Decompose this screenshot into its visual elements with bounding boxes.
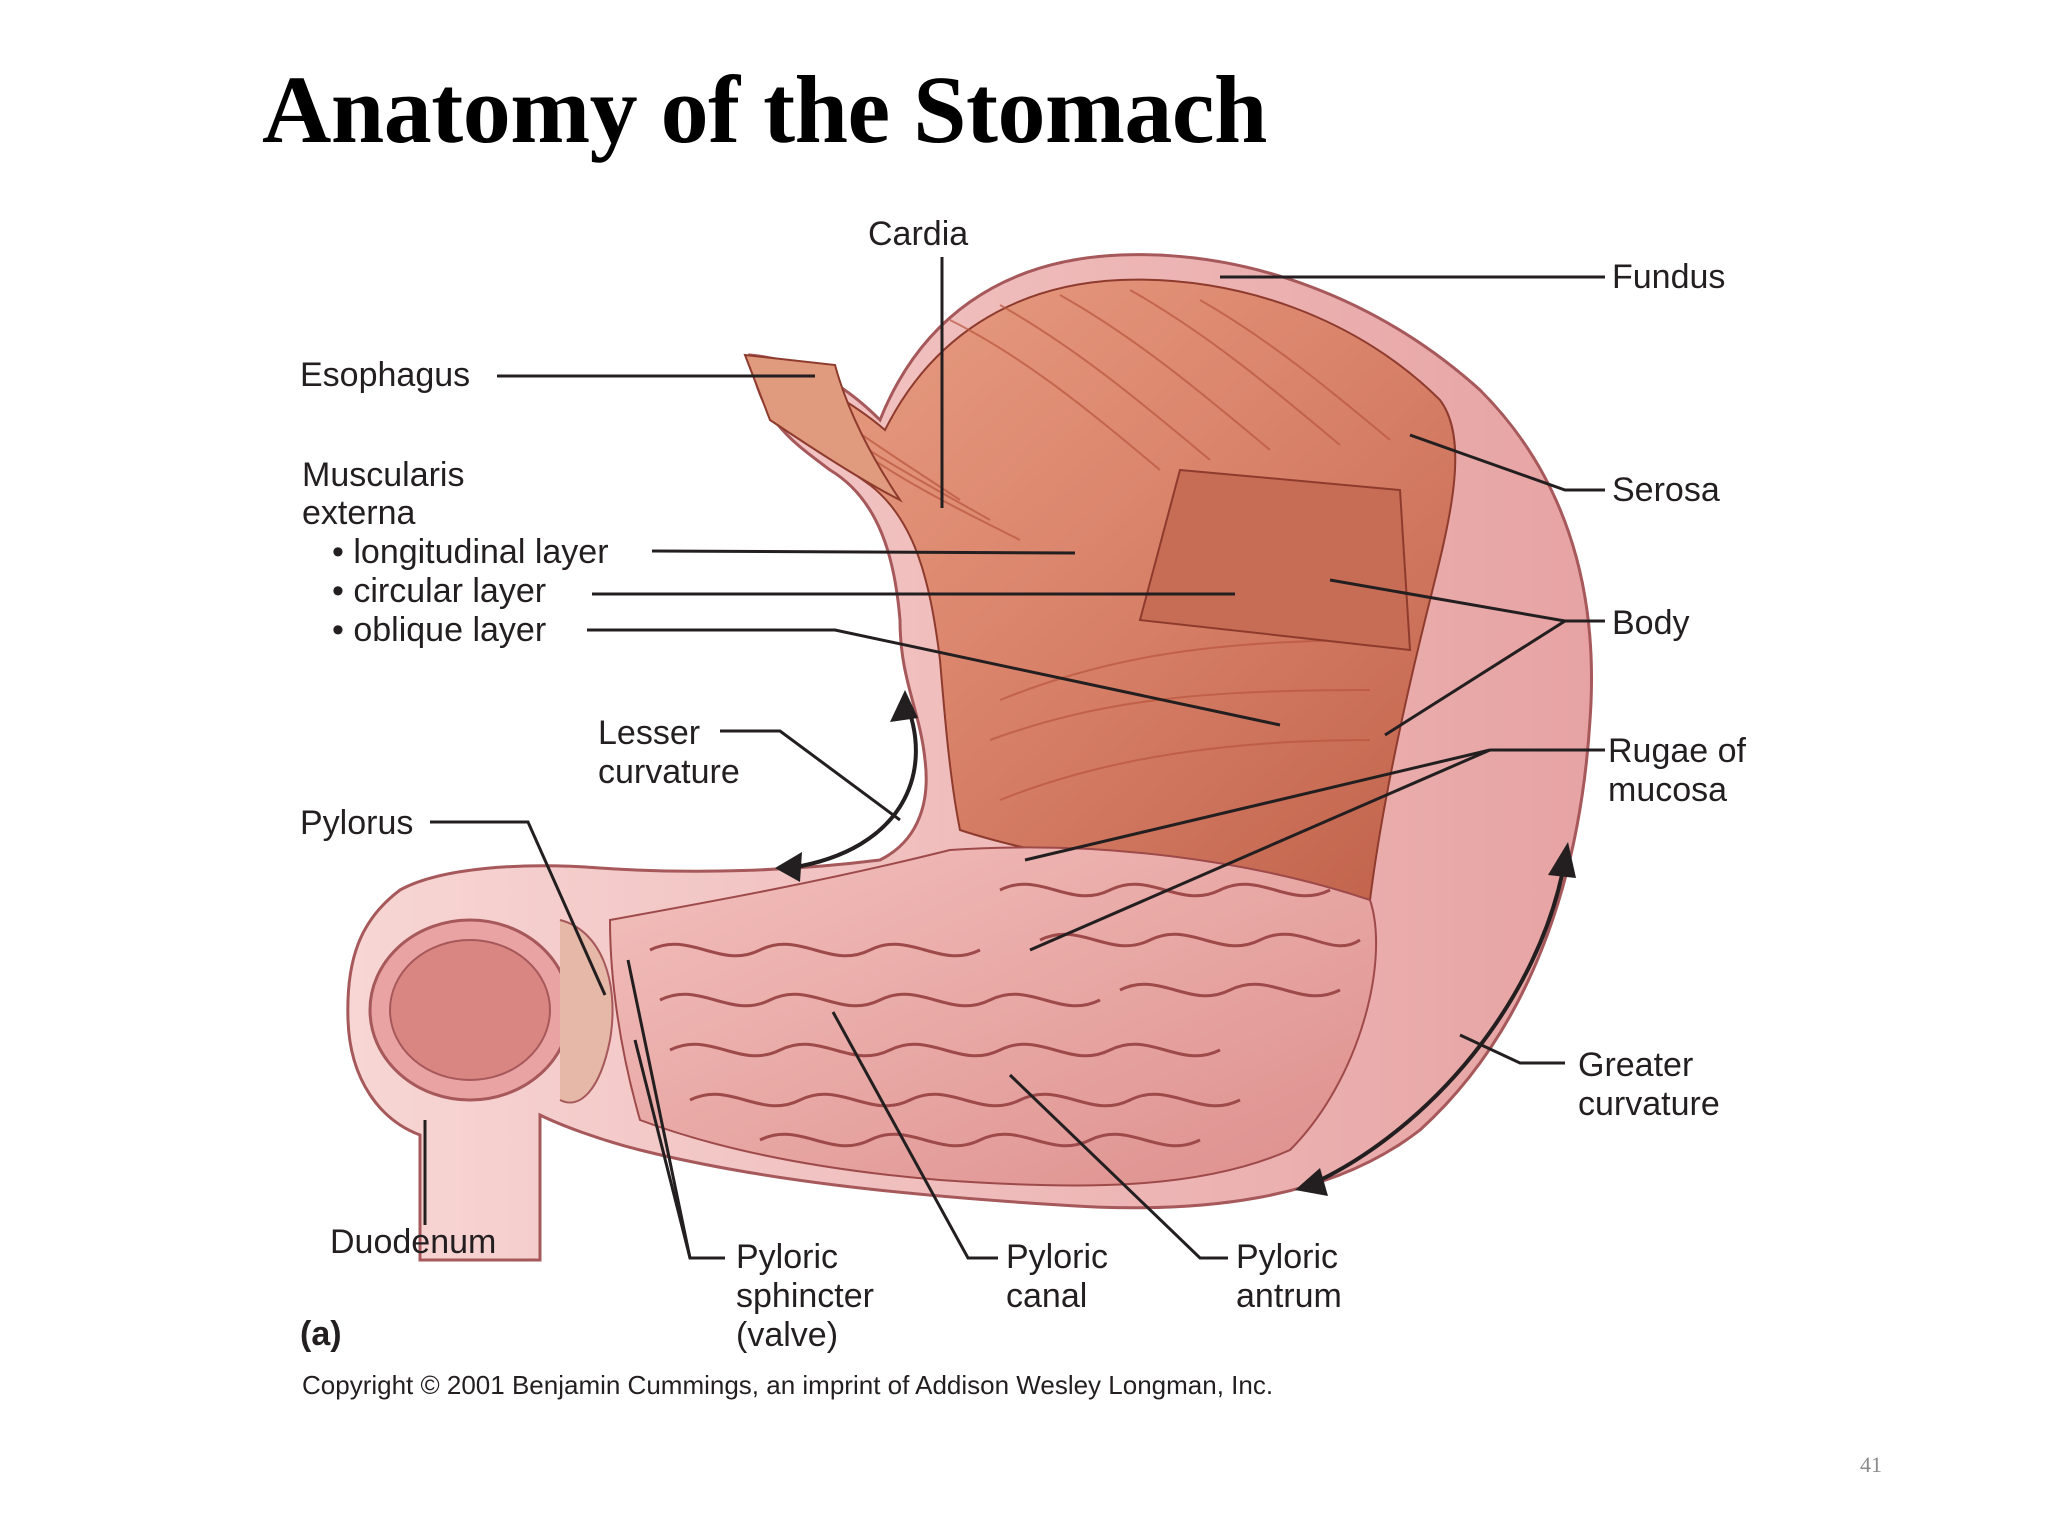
copyright-notice: Copyright © 2001 Benjamin Cummings, an i… <box>302 1370 1273 1400</box>
lesser-curvature-arrow <box>789 699 918 870</box>
label-pyloric-antrum-2: antrum <box>1236 1277 1342 1315</box>
label-body: Body <box>1612 604 1690 642</box>
label-pylorus: Pylorus <box>300 804 413 842</box>
label-longitudinal-layer: • longitudinal layer <box>332 533 609 571</box>
greater-curvature-arrow <box>1309 859 1567 1187</box>
label-cardia: Cardia <box>868 215 968 253</box>
label-pyloric-sphincter-2: sphincter <box>736 1277 874 1315</box>
greater-curvature-arrowhead-top <box>1548 842 1576 878</box>
label-muscularis-1: Muscularis <box>302 456 464 494</box>
label-muscularis-2: externa <box>302 494 415 532</box>
label-fundus: Fundus <box>1612 258 1725 296</box>
label-esophagus: Esophagus <box>300 356 470 394</box>
label-rugae-1: Rugae of <box>1608 732 1747 770</box>
label-rugae-2: mucosa <box>1608 771 1727 809</box>
slide-title: Anatomy of the Stomach <box>262 56 1267 163</box>
muscle-fibers <box>789 289 1401 801</box>
label-greater-1: Greater <box>1578 1046 1693 1084</box>
rugae-folds <box>649 882 1361 1148</box>
label-pyloric-canal-1: Pyloric <box>1006 1238 1108 1276</box>
label-lesser-1: Lesser <box>598 714 700 752</box>
esophagus-tube <box>743 353 903 503</box>
label-panel: (a) <box>300 1315 342 1353</box>
label-circular-layer: • circular layer <box>332 572 546 610</box>
label-lesser-2: curvature <box>598 753 740 791</box>
pyloric-sphincter-band <box>559 919 614 1104</box>
label-pyloric-canal-2: canal <box>1006 1277 1087 1315</box>
lesser-curvature-arrowhead-top <box>890 690 918 722</box>
label-pyloric-antrum-1: Pyloric <box>1236 1238 1338 1276</box>
greater-curvature-arrowhead-bottom <box>1295 1168 1328 1196</box>
leader-lines <box>423 257 1605 1260</box>
label-greater-2: curvature <box>1578 1085 1720 1123</box>
lesser-curvature-arrowhead-bottom <box>775 852 802 882</box>
page-number: 41 <box>1860 1452 1882 1477</box>
label-oblique-layer: • oblique layer <box>332 611 546 649</box>
label-pyloric-sphincter-1: Pyloric <box>736 1238 838 1276</box>
label-duodenum: Duodenum <box>330 1223 496 1261</box>
circular-layer-cut <box>1138 468 1412 652</box>
label-pyloric-sphincter-3: (valve) <box>736 1316 838 1354</box>
label-serosa: Serosa <box>1612 471 1720 509</box>
